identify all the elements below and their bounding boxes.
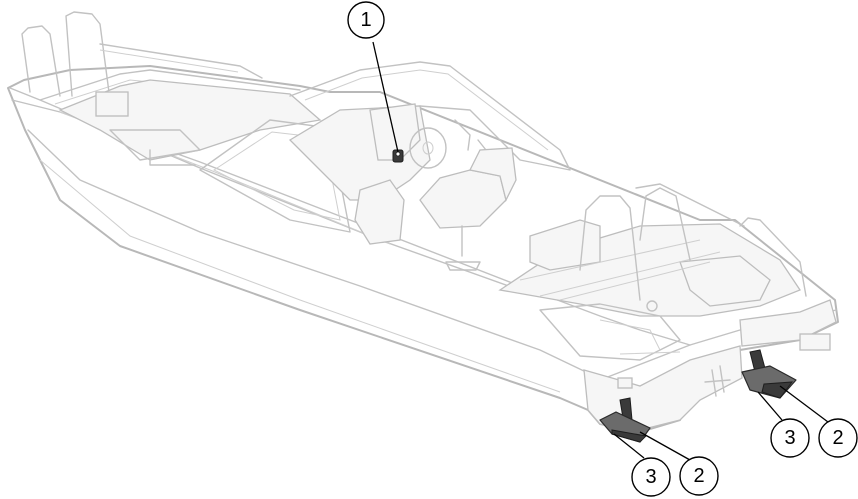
throttle: [454, 119, 487, 151]
boat-drawing: [7, 11, 839, 443]
leader-line-3b: [757, 391, 783, 421]
callout-1-label: 1: [360, 9, 371, 31]
callout-3b-circle: [770, 418, 810, 458]
windshield-center-inner: [304, 69, 549, 151]
steering-wheel-hub: [422, 141, 434, 155]
trim-tab-left-hinge: [611, 429, 648, 443]
callouts: 1 2 3 2 3: [347, 1, 858, 497]
callout-3b-label: 3: [784, 427, 795, 449]
callout-3a-circle: [631, 457, 671, 497]
leader-line-1: [372, 41, 399, 153]
callout-2b-label: 2: [832, 427, 843, 449]
trim-tab-right-hinge: [761, 381, 794, 399]
leader-line-2b: [779, 385, 829, 423]
helm-seat-post: [445, 225, 481, 271]
bow-rail-top: [99, 43, 263, 79]
callout-1-circle: [347, 1, 385, 39]
aft-rail-top: [635, 183, 745, 227]
drain-plug: [646, 300, 658, 312]
aft-rail-far: [739, 217, 807, 297]
helm-seat-back: [469, 147, 517, 202]
trim-tab-right: [741, 349, 797, 399]
callout-2b-circle: [818, 418, 858, 458]
transom-bracket: [704, 365, 731, 397]
aft-rail-right: [639, 187, 691, 261]
leader-line-2a: [639, 431, 691, 461]
bow-rail-top-2: [99, 49, 239, 73]
steering-wheel: [409, 127, 447, 169]
forward-seat: [109, 129, 201, 166]
passenger-seat: [354, 179, 405, 245]
stern-step: [799, 333, 831, 351]
callout-2a-label: 2: [693, 465, 704, 487]
transom-plate: [617, 377, 633, 389]
leader-line-3a: [613, 433, 645, 459]
engine-well-detail: [599, 319, 681, 355]
forward-locker: [95, 91, 129, 117]
bow-rail-2: [65, 11, 111, 101]
trim-tab-left: [599, 397, 651, 443]
aft-rail-left: [579, 195, 641, 301]
hull-chine-line: [27, 129, 587, 373]
callout-2a-circle: [679, 456, 719, 496]
engine-well: [539, 303, 681, 361]
bow-rail-1: [21, 25, 61, 97]
callout-3a-label: 3: [645, 466, 656, 488]
swim-platform: [739, 299, 837, 347]
hull-lower-line: [39, 159, 561, 393]
rear-locker: [679, 255, 771, 307]
trim-tab-switch-button: [395, 151, 401, 157]
